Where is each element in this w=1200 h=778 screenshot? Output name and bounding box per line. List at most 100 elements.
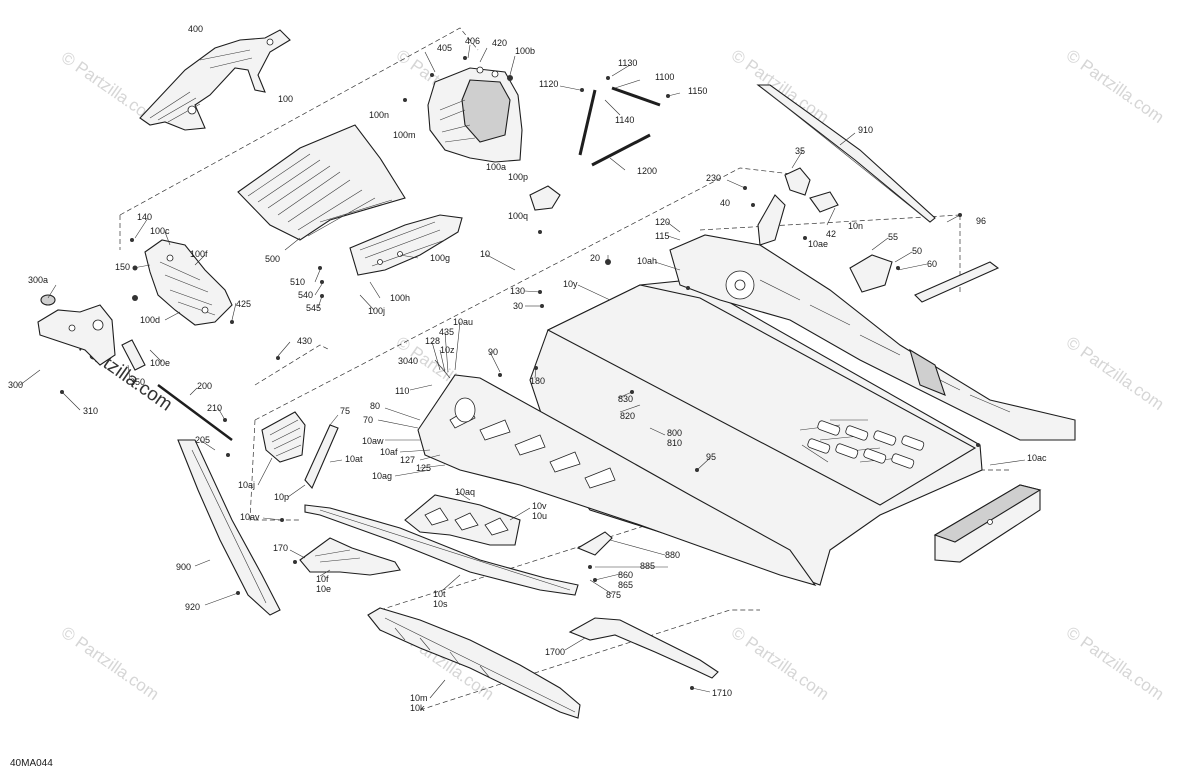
- callout-865: 865: [618, 580, 633, 590]
- callout-100c: 100c: [150, 226, 170, 236]
- watermark-text: © Partzilla.com: [728, 46, 833, 127]
- callout-350: 350: [130, 377, 145, 387]
- callout-10z: 10z: [440, 345, 455, 355]
- part-100g-lower-bracket: [349, 214, 463, 276]
- boundary-frame-lower: [249, 419, 300, 521]
- callout-230: 230: [706, 173, 721, 183]
- callout-310: 310: [83, 406, 98, 416]
- callout-100p: 100p: [508, 172, 528, 182]
- callout-128: 128: [425, 336, 440, 346]
- callout-100n: 100n: [369, 110, 389, 120]
- callout-150: 150: [115, 262, 130, 272]
- callout-10aj: 10aj: [238, 480, 255, 490]
- callout-96: 96: [976, 216, 986, 226]
- callout-10ah: 10ah: [637, 256, 657, 266]
- callout-830: 830: [618, 394, 633, 404]
- callout-425: 425: [236, 299, 251, 309]
- callout-50: 50: [912, 246, 922, 256]
- part-400-steering-support: [139, 29, 291, 131]
- callout-10u: 10u: [532, 511, 547, 521]
- callout-10t: 10t: [433, 589, 446, 599]
- boundary-front-assembly: [119, 27, 479, 216]
- part-60-bar: [914, 261, 1000, 303]
- callout-10aq: 10aq: [455, 487, 475, 497]
- boundary-bumper: [254, 344, 331, 386]
- callout-10m: 10m: [410, 693, 428, 703]
- callout-100h: 100h: [390, 293, 410, 303]
- part-900-front-arm: [177, 439, 281, 616]
- callout-100a: 100a: [486, 162, 506, 172]
- callout-10v: 10v: [532, 501, 547, 511]
- callout-406: 406: [465, 36, 480, 46]
- callout-545: 545: [306, 303, 321, 313]
- callout-810: 810: [667, 438, 682, 448]
- callout-10av: 10av: [240, 512, 260, 522]
- part-10n-bracket: [809, 191, 839, 213]
- part-10f-bracket: [299, 537, 401, 576]
- callout-95: 95: [706, 452, 716, 462]
- part-500-skid-plate: [237, 124, 406, 241]
- callout-10n: 10n: [848, 221, 863, 231]
- callout-880: 880: [665, 550, 680, 560]
- callout-10p: 10p: [274, 492, 289, 502]
- callout-885: 885: [640, 561, 655, 571]
- callout-10k: 10k: [410, 703, 425, 713]
- callout-405: 405: [437, 43, 452, 53]
- callout-10: 10: [480, 249, 490, 259]
- watermark-text: © Partzilla.com: [1063, 623, 1168, 704]
- callout-100j: 100j: [368, 306, 385, 316]
- callout-540: 540: [298, 290, 313, 300]
- part-1100-1200-rods: [578, 86, 661, 167]
- callout-1700: 1700: [545, 647, 565, 657]
- callout-100b: 100b: [515, 46, 535, 56]
- part-55-plate: [849, 254, 893, 293]
- part-880-bracket: [576, 531, 613, 556]
- part-100p-cap: [529, 185, 561, 211]
- callout-10ae: 10ae: [808, 239, 828, 249]
- callout-90: 90: [488, 347, 498, 357]
- callout-35: 35: [795, 146, 805, 156]
- callout-80: 80: [370, 401, 380, 411]
- tunnel-vent-slots: [807, 420, 925, 469]
- callout-10ag: 10ag: [372, 471, 392, 481]
- callout-510: 510: [290, 277, 305, 287]
- callout-10s: 10s: [433, 599, 448, 609]
- callout-1140: 1140: [615, 115, 634, 125]
- callout-10f: 10f: [316, 574, 329, 584]
- part-10-tunnel-frame: [417, 279, 983, 586]
- part-10ah-rear-side-plate: [669, 234, 1076, 441]
- callout-100m: 100m: [393, 130, 416, 140]
- callout-1150: 1150: [688, 86, 707, 96]
- callout-210: 210: [207, 403, 222, 413]
- watermark-text: © Partzilla.com: [728, 623, 833, 704]
- callout-820: 820: [620, 411, 635, 421]
- diagram-id-label: 40MA044: [10, 758, 53, 769]
- callout-140: 140: [137, 212, 152, 222]
- callout-10aw: 10aw: [362, 436, 384, 446]
- leader-lines: [19, 44, 1026, 699]
- callout-400: 400: [188, 24, 203, 34]
- callout-430: 430: [297, 336, 312, 346]
- callout-10e: 10e: [316, 584, 331, 594]
- tunnel-side-cutouts: [449, 397, 616, 489]
- callout-110: 110: [395, 386, 409, 396]
- callout-20: 20: [590, 253, 600, 263]
- part-350-spacer: [121, 339, 146, 371]
- boundary-rear: [699, 214, 961, 231]
- callout-420: 420: [492, 38, 507, 48]
- callout-100f: 100f: [190, 249, 208, 259]
- callout-30: 30: [513, 301, 523, 311]
- watermark-text: © Partzilla.com: [1063, 46, 1168, 127]
- part-300-spindle: [37, 294, 116, 366]
- callout-300: 300: [8, 380, 23, 390]
- callout-100d: 100d: [140, 315, 160, 325]
- part-10ac-rear-bumper: [933, 484, 1042, 563]
- callout-10au: 10au: [453, 317, 473, 327]
- callout-125: 125: [416, 463, 431, 473]
- part-10aj-guard: [261, 411, 306, 463]
- part-35-bracket: [784, 167, 811, 196]
- callout-100g: 100g: [430, 253, 450, 263]
- watermark-text: © Partzilla.com: [58, 623, 163, 704]
